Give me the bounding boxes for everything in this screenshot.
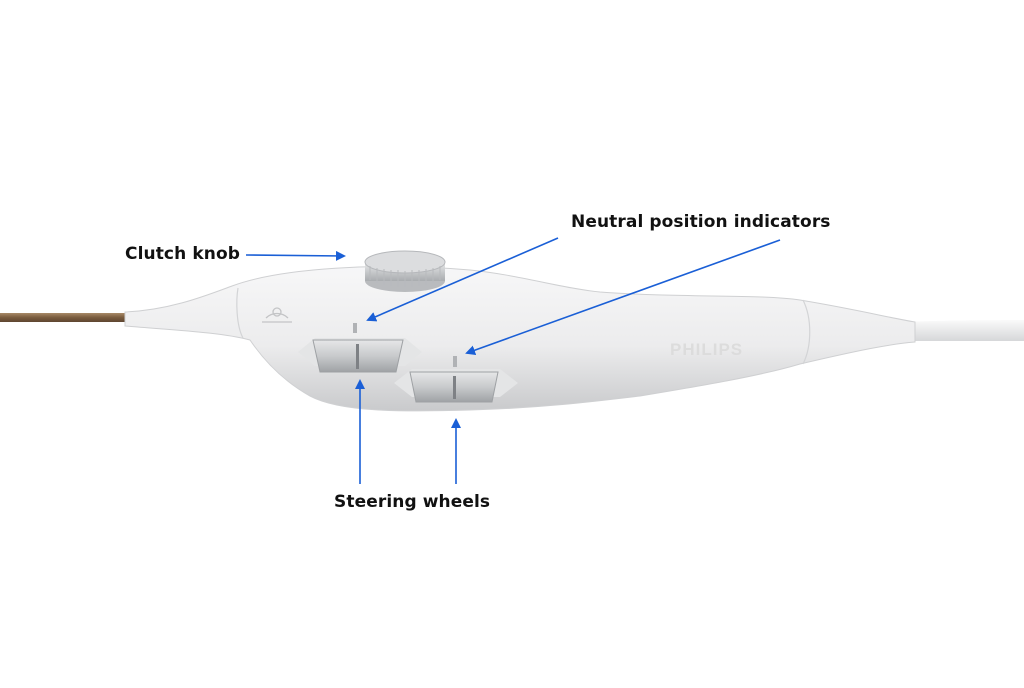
handle-rear-collar <box>802 299 811 365</box>
neutral-indicator-arrow-front <box>366 237 559 322</box>
neutral-indicator-rear <box>453 356 457 367</box>
steering-wheel-rear <box>409 371 499 403</box>
neutral-indicator-front <box>353 323 357 333</box>
neutral-indicator-arrow-rear <box>465 239 781 355</box>
clutch-knob-label: Clutch knob <box>125 244 240 264</box>
steering-wheels-label: Steering wheels <box>334 492 491 512</box>
steering-wheel-front <box>312 339 404 373</box>
catheter-shaft <box>0 313 130 322</box>
brand-logo-text: PHILIPS <box>670 340 743 359</box>
clutch-knob-arrow <box>245 250 346 261</box>
clutch-knob <box>364 250 446 292</box>
handle-tip-collar <box>236 287 244 339</box>
handle-body <box>124 266 916 412</box>
tip-symbol-icon <box>262 307 292 323</box>
handle-cable <box>905 320 1024 341</box>
neutral-position-indicators-label: Neutral position indicators <box>571 212 831 232</box>
